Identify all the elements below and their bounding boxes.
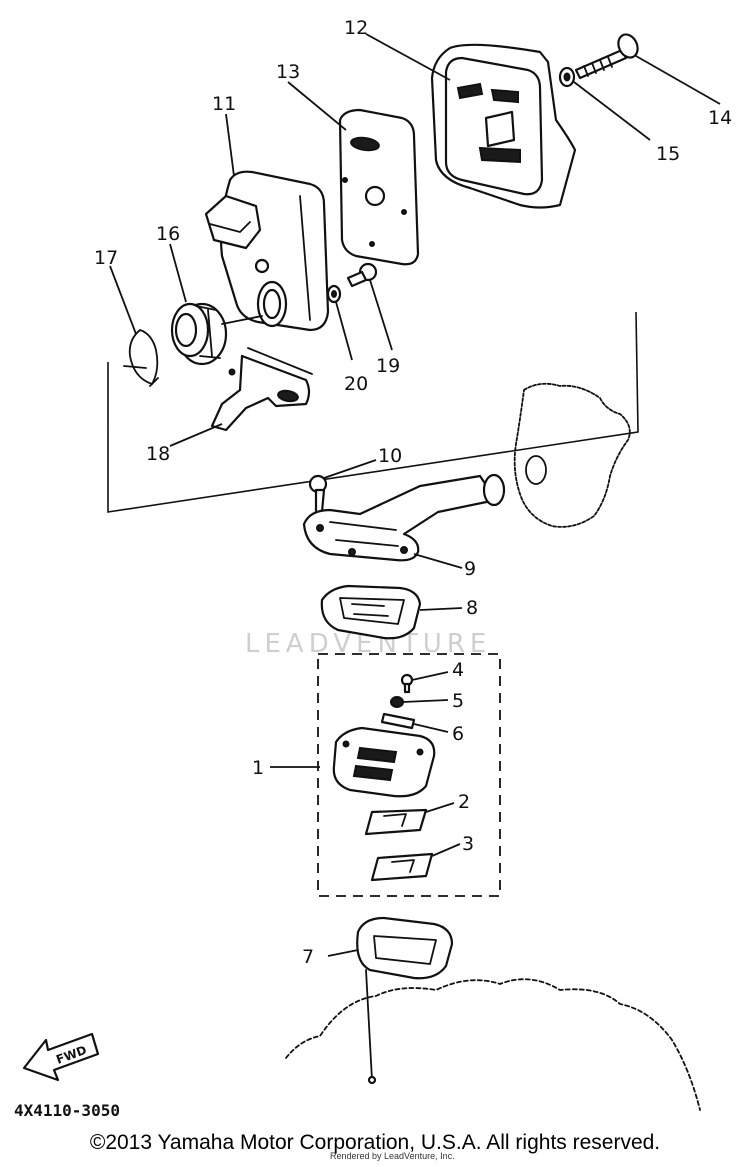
callout-1: 1 (252, 757, 264, 779)
callout-6: 6 (452, 723, 464, 745)
assembly-dash-line (365, 969, 373, 1081)
fwd-arrow: FWD (22, 1032, 100, 1082)
part-19-screw (346, 262, 378, 288)
reed-valve-assembly-box (317, 653, 501, 897)
leader-10 (323, 459, 377, 479)
copyright-notice: ©2013 Yamaha Motor Corporation, U.S.A. A… (89, 1131, 661, 1154)
callout-13: 13 (276, 61, 300, 83)
part-12-air-cover (430, 43, 577, 209)
callout-3: 3 (462, 833, 474, 855)
leader-15 (573, 81, 651, 141)
callout-16: 16 (156, 223, 180, 245)
leader-5 (402, 699, 449, 703)
crankcase-outline (513, 382, 631, 528)
callout-10: 10 (378, 445, 402, 467)
part-14-bolt (574, 33, 639, 80)
callout-19: 19 (376, 355, 400, 377)
callout-11: 11 (212, 93, 236, 115)
leader-19 (369, 279, 393, 351)
part-10-screw (308, 474, 328, 514)
part-2-reed (364, 808, 428, 836)
assembly-frame (107, 311, 639, 513)
leader-18 (169, 423, 223, 447)
callout-15: 15 (656, 143, 680, 165)
part-9-intake-manifold (302, 473, 506, 562)
part-11-silencer-case (204, 170, 330, 332)
callout-5: 5 (452, 690, 464, 712)
rendered-by-note: Rendered by LeadVenture, Inc. (330, 1151, 455, 1161)
leader-17 (109, 265, 137, 335)
callout-12: 12 (344, 17, 368, 39)
callout-8: 8 (466, 597, 478, 619)
part-13-filter-element (338, 108, 420, 266)
callout-17: 17 (94, 247, 118, 269)
callout-2: 2 (458, 791, 470, 813)
part-3-plate (370, 852, 434, 882)
leader-8 (419, 607, 463, 611)
part-17-clamp (123, 329, 159, 387)
part-5-washer (390, 696, 404, 708)
leader-11 (225, 113, 235, 177)
part-7-gasket (356, 916, 454, 980)
leader-12 (365, 33, 451, 81)
leader-6 (413, 723, 449, 733)
leader-3 (431, 843, 461, 857)
leader-16 (169, 243, 187, 303)
callout-9: 9 (464, 558, 476, 580)
part-20-washer (326, 284, 342, 304)
callout-14: 14 (708, 107, 732, 129)
callout-7: 7 (302, 946, 314, 968)
callout-20: 20 (344, 373, 368, 395)
part-8-gasket (320, 584, 422, 640)
lower-crankcase-outline (285, 978, 701, 1111)
part-1-reed-valve (332, 726, 436, 798)
callout-18: 18 (146, 443, 170, 465)
leader-13 (287, 81, 347, 131)
part-18-bracket (210, 347, 313, 432)
part-16-joint (170, 302, 263, 366)
part-4-screw (400, 673, 414, 694)
leader-9 (413, 553, 463, 569)
part-6-stopper (380, 712, 416, 730)
leader-20 (335, 301, 353, 361)
drawing-code: 4X4110-3050 (14, 1101, 120, 1120)
leader-2 (425, 802, 455, 813)
leader-14 (635, 55, 721, 105)
part-15-washer (558, 66, 576, 88)
callout-4: 4 (452, 659, 464, 681)
leader-7 (327, 949, 359, 957)
locating-dot (367, 1075, 377, 1085)
leader-4 (411, 671, 449, 681)
